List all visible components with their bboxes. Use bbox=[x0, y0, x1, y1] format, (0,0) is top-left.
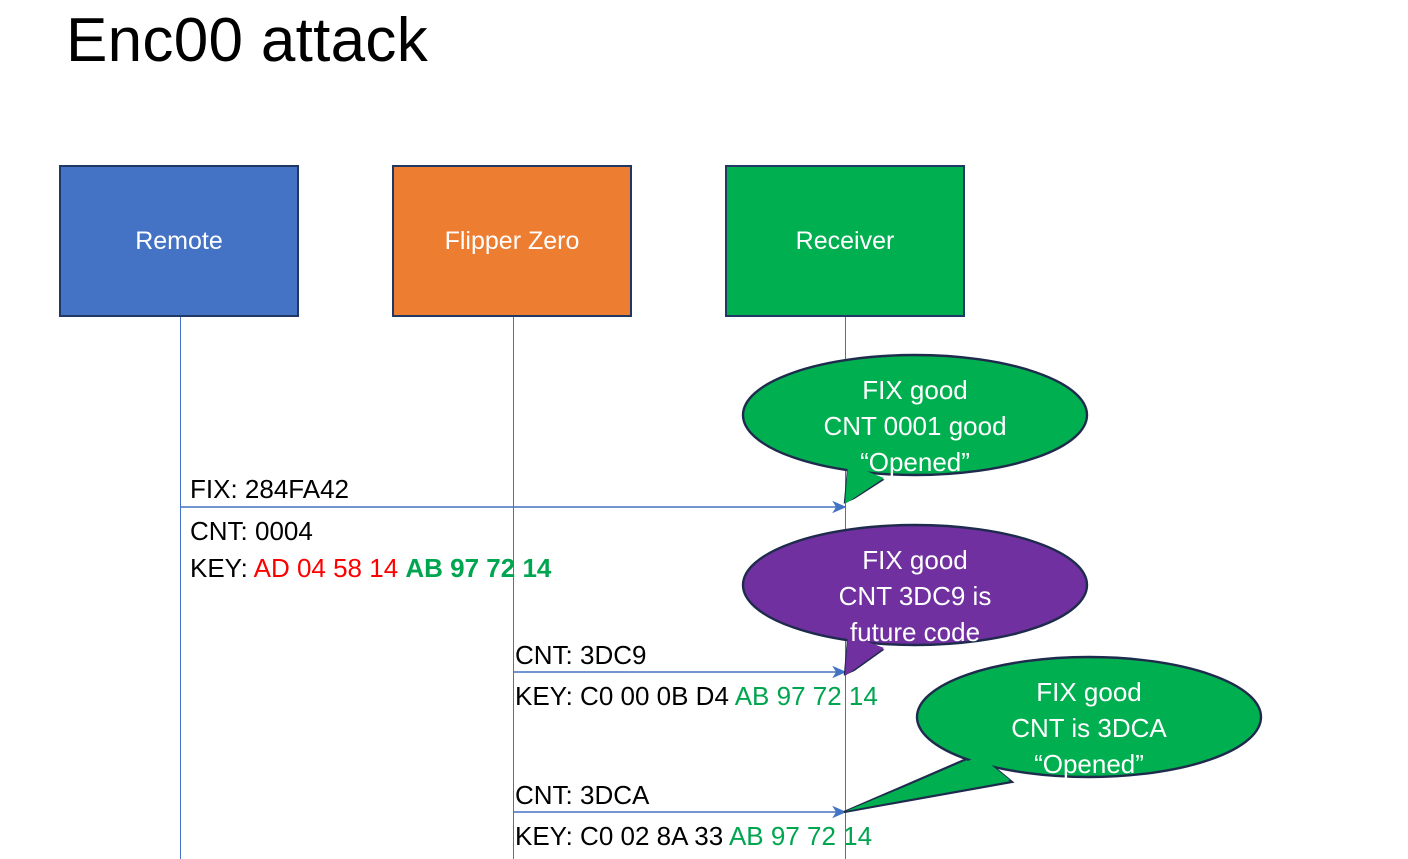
callout-bubble-fix-good-cnt-0001[interactable]: FIX good CNT 0001 good “Opened” bbox=[741, 352, 1089, 504]
message-2-key: KEY: C0 00 0B D4 AB 97 72 14 bbox=[515, 679, 878, 713]
message-1-cnt: CNT: 0004 bbox=[190, 516, 313, 546]
lifeline-remote bbox=[180, 317, 181, 859]
callout-bubble-fix-good-cnt-3dc9-future[interactable]: FIX good CNT 3DC9 is future code bbox=[741, 522, 1089, 676]
message-2-label-above: CNT: 3DC9 bbox=[515, 640, 647, 670]
lifeline-flipper bbox=[513, 317, 514, 859]
actor-label-remote: Remote bbox=[135, 227, 223, 255]
message-1-key-red: AD 04 58 14 bbox=[253, 553, 406, 583]
message-2-key-prefix: KEY: C0 00 0B D4 bbox=[515, 681, 735, 711]
actor-box-flipper[interactable]: Flipper Zero bbox=[392, 165, 632, 317]
actor-label-flipper: Flipper Zero bbox=[444, 227, 580, 255]
message-3-key-green: AB 97 72 14 bbox=[728, 821, 873, 851]
message-3-label-above: CNT: 3DCA bbox=[515, 780, 650, 810]
message-2-key-green: AB 97 72 14 bbox=[734, 681, 878, 711]
message-3-key-prefix: KEY: C0 02 8A 33 bbox=[515, 821, 729, 851]
message-1-label-above: FIX: 284FA42 bbox=[190, 474, 349, 504]
message-1-key-green: AB 97 72 14 bbox=[405, 553, 552, 583]
actor-box-receiver[interactable]: Receiver bbox=[725, 165, 965, 317]
page-title: Enc00 attack bbox=[66, 6, 429, 75]
callout-bubble-fix-good-cnt-3dca[interactable]: FIX good CNT is 3DCA “Opened” bbox=[843, 654, 1263, 814]
actor-label-receiver: Receiver bbox=[795, 227, 895, 255]
message-3-key: KEY: C0 02 8A 33 AB 97 72 14 bbox=[515, 819, 872, 853]
message-1-key-prefix: KEY: bbox=[190, 553, 254, 583]
actor-box-remote[interactable]: Remote bbox=[59, 165, 299, 317]
message-1-key: KEY: AD 04 58 14 AB 97 72 14 bbox=[190, 551, 551, 585]
